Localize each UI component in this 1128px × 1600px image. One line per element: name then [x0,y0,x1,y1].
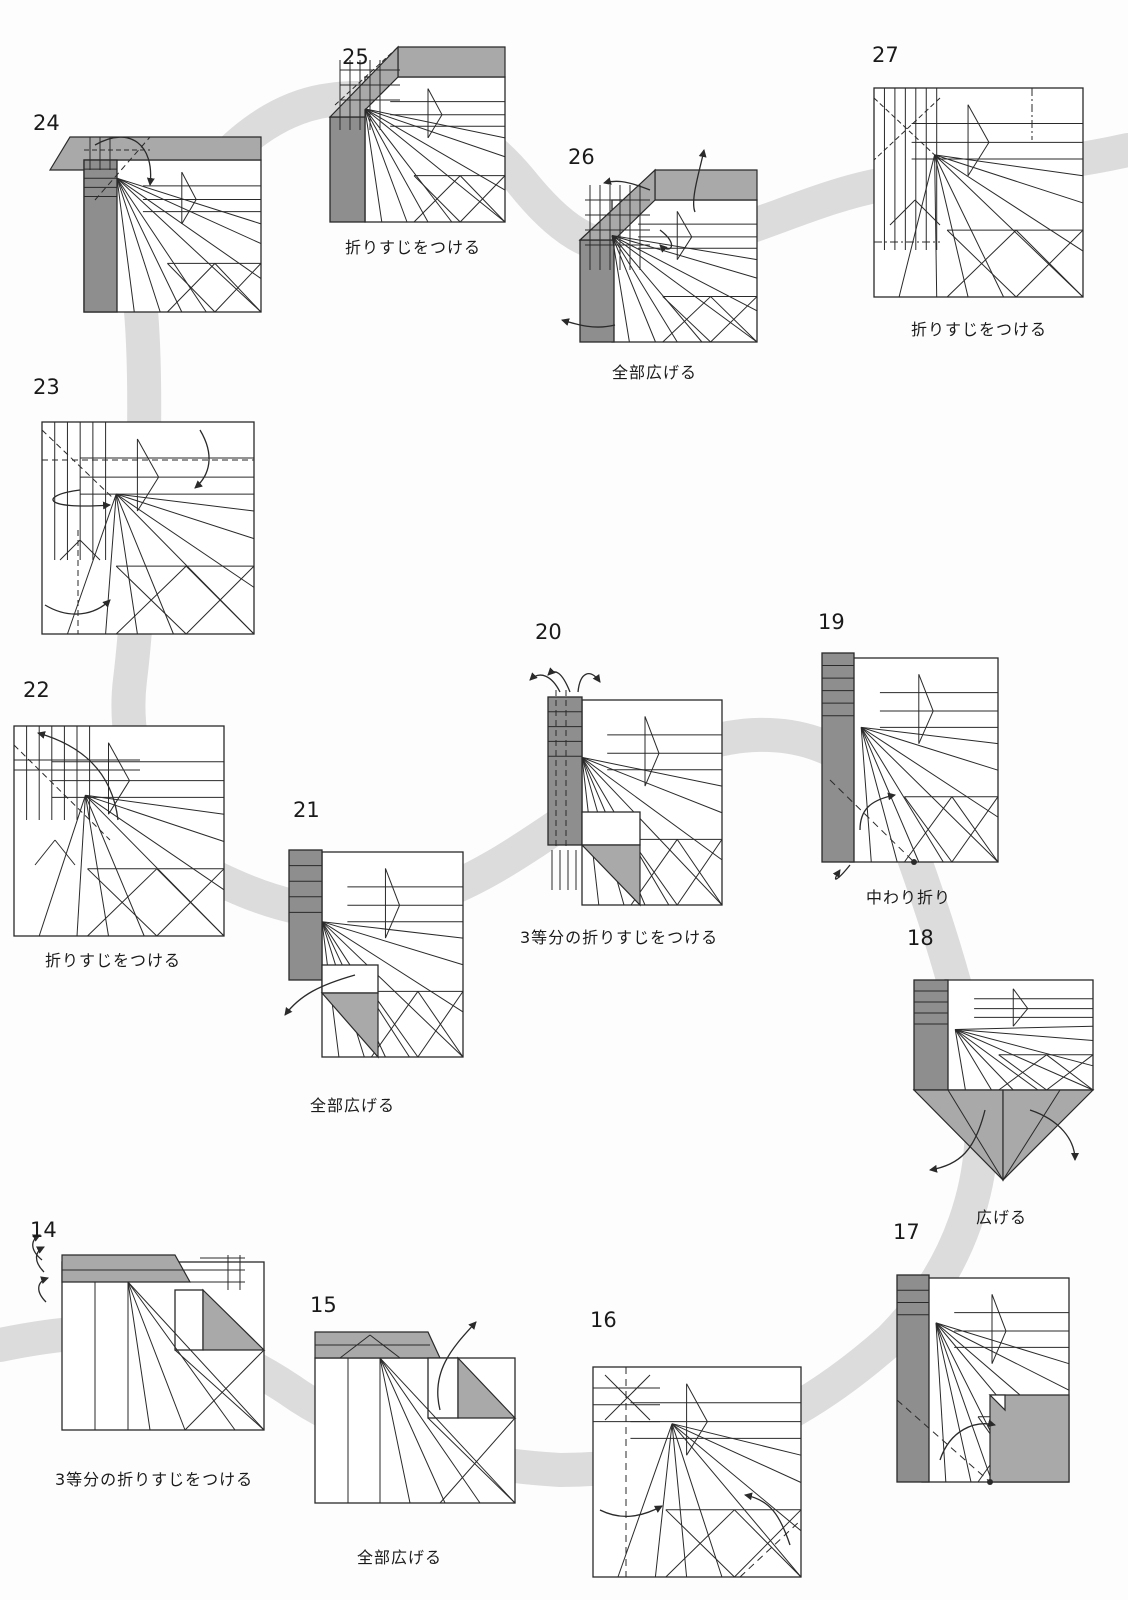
step-number-27: 27 [872,45,899,66]
step-number-22: 22 [23,680,50,701]
step-diagram-20 [530,672,722,905]
step-caption-25: 折りすじをつける [345,240,481,256]
folded-pocket [322,965,378,993]
folded-strip [897,1275,929,1482]
step-caption-27: 折りすじをつける [911,322,1047,338]
step-diagram-21 [285,850,463,1057]
folded-flap [1003,1090,1093,1180]
step-number-21: 21 [293,800,320,821]
step-caption-14: 3等分の折りすじをつける [55,1472,253,1488]
step-diagram-18 [914,980,1093,1180]
step-caption-19: 中わり折り [866,890,951,906]
folded-flap [990,1395,1069,1482]
folded-strip [289,850,322,980]
step-number-17: 17 [893,1222,920,1243]
step-caption-22: 折りすじをつける [45,953,181,969]
step-number-16: 16 [590,1310,617,1331]
folded-strip [822,653,854,862]
folded-strip [330,117,365,222]
step-diagram-24 [50,137,261,312]
fold-arrow [37,1247,45,1272]
fold-arrow [39,1278,48,1302]
step-caption-21: 全部広げる [310,1098,395,1114]
step-diagram-19 [822,653,998,879]
step-diagram-15 [315,1322,515,1503]
step-diagram-22 [14,726,224,936]
step-diagram-23 [42,422,254,634]
step-number-23: 23 [33,377,60,398]
step-caption-15: 全部広げる [357,1550,442,1566]
step-number-20: 20 [535,622,562,643]
folded-flap [398,47,505,77]
folded-flap [655,170,757,200]
folded-strip [548,697,582,845]
fold-arrow [578,674,600,692]
folded-pocket [582,812,640,845]
folded-strip [914,980,948,1090]
folded-flap [62,1255,190,1282]
step-caption-20: 3等分の折りすじをつける [520,930,718,946]
step-number-18: 18 [907,928,934,949]
folded-strip [84,160,117,312]
step-caption-26: 全部広げる [612,365,697,381]
folded-flap [914,1090,1003,1180]
folded-pocket [175,1290,203,1350]
step-caption-18: 広げる [976,1210,1027,1226]
reference-point [987,1479,993,1485]
paper-square [315,1358,515,1503]
step-number-24: 24 [33,113,60,134]
step-number-25: 25 [342,47,369,68]
step-diagram-14 [33,1235,264,1430]
step-diagram-27 [874,88,1083,297]
step-diagram-25 [330,47,505,222]
step-diagram-16 [593,1367,801,1577]
step-number-19: 19 [818,612,845,633]
fold-arrow [530,675,560,692]
fold-arrow [835,865,850,879]
step-diagram-26 [562,150,757,342]
step-diagram-17 [897,1275,1069,1485]
reference-point [911,859,917,865]
step-number-15: 15 [310,1295,337,1316]
step-number-26: 26 [568,147,595,168]
step-number-14: 14 [30,1220,57,1241]
